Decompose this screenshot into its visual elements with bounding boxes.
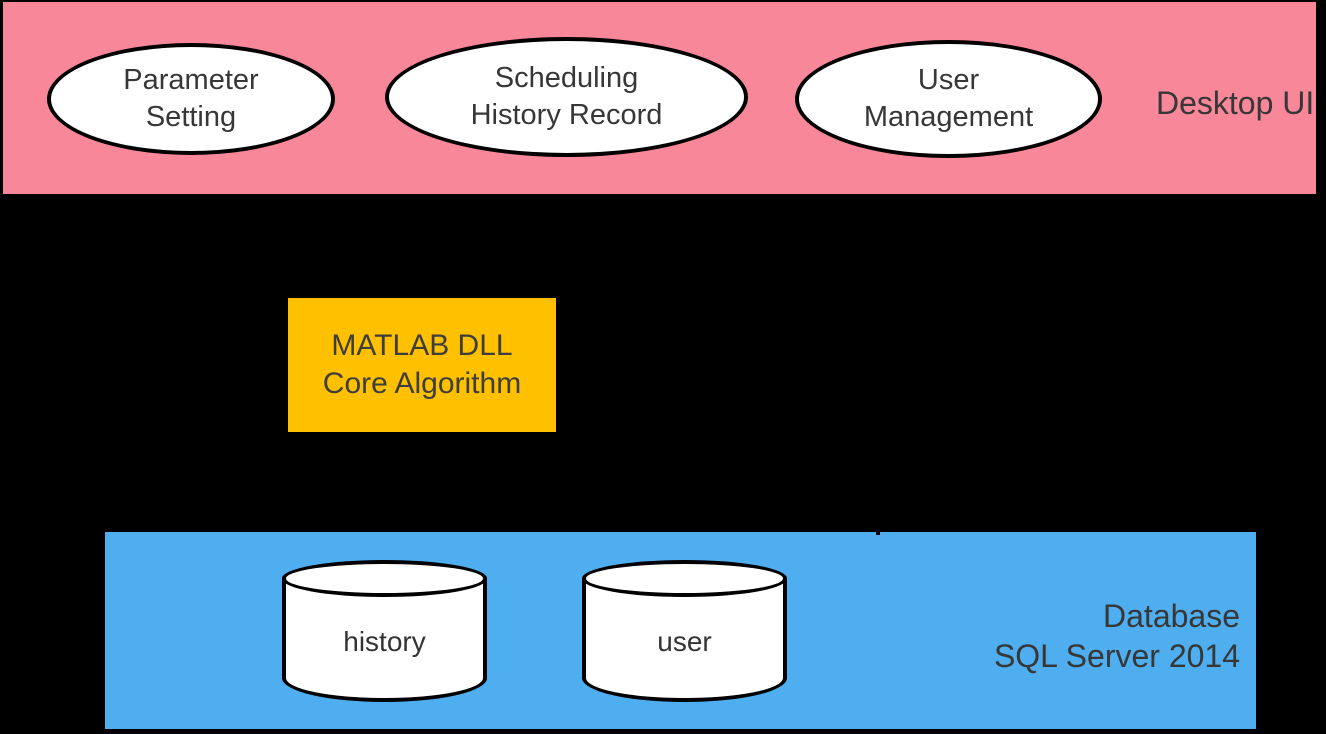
db-table-history: history	[282, 560, 487, 702]
db-table-user-label: user	[657, 626, 712, 657]
arrowhead-tick	[876, 528, 880, 535]
node-scheduling-history-record: Scheduling History Record	[385, 37, 748, 157]
cylinder-top	[282, 560, 487, 597]
node-parameter-setting: Parameter Setting	[47, 43, 335, 155]
cylinder-top	[582, 560, 787, 597]
cylinder-body	[582, 578, 787, 702]
desktop-ui-layer-title: Desktop UI	[1156, 85, 1315, 121]
database-layer: history user Database SQL Server 2014	[105, 532, 1256, 729]
matlab-dll-core-algorithm-box: MATLAB DLL Core Algorithm	[288, 298, 556, 432]
db-table-history-label: history	[343, 626, 426, 657]
db-table-user: user	[582, 560, 787, 702]
database-layer-title: Database SQL Server 2014	[993, 598, 1240, 674]
node-user-management: User Management	[795, 40, 1102, 158]
cylinder-body	[282, 578, 487, 702]
desktop-ui-layer: Parameter Setting Scheduling History Rec…	[3, 2, 1316, 194]
